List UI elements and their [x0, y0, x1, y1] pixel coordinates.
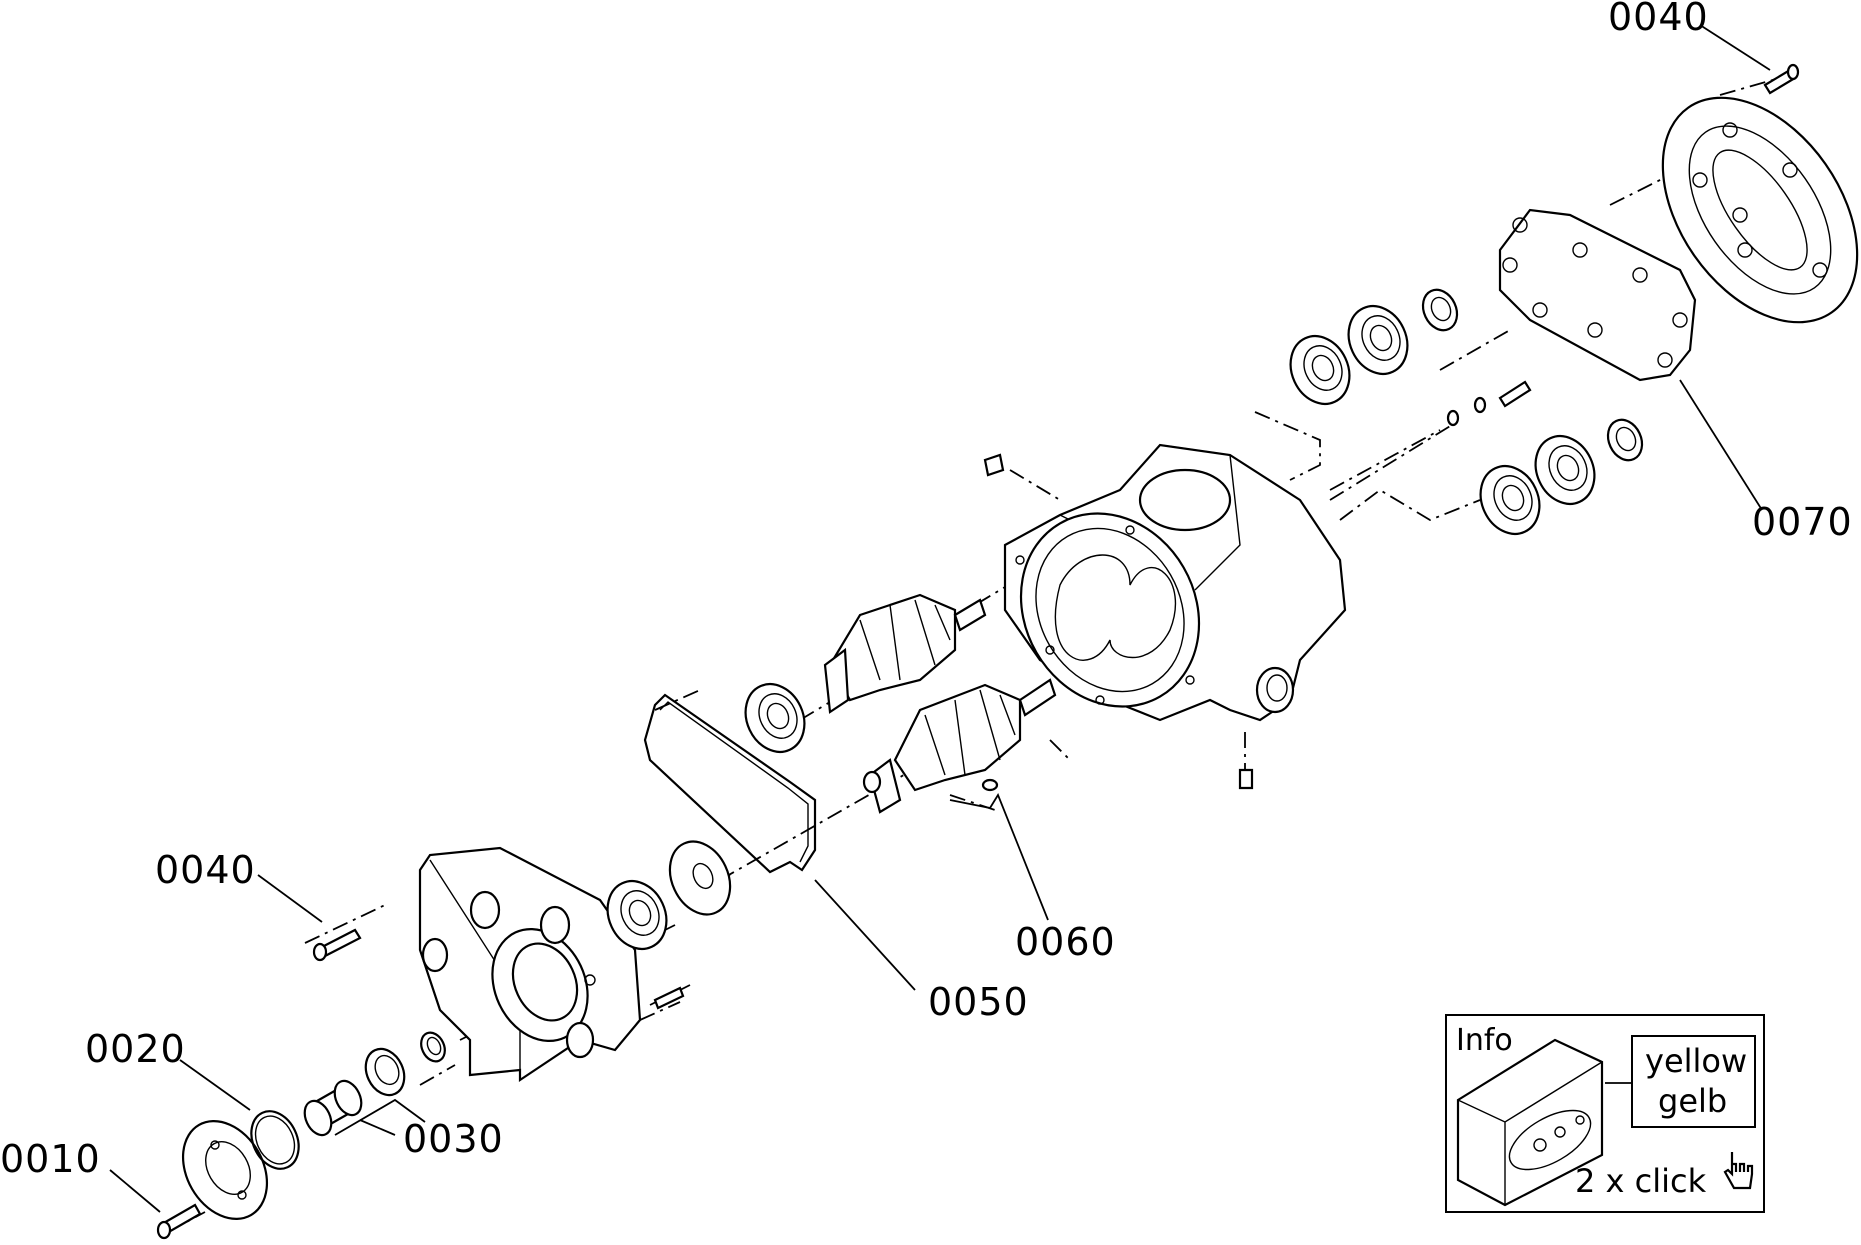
- info-panel[interactable]: Info yellow gelb 2 x click: [1445, 1014, 1765, 1213]
- seal-rear-upper[interactable]: [1417, 284, 1464, 336]
- seal-rear-lower[interactable]: [1602, 414, 1649, 466]
- sleeve-0030[interactable]: [300, 1077, 367, 1140]
- screw-rotor-upper[interactable]: [823, 593, 987, 714]
- callout-0010[interactable]: 0010: [0, 1137, 101, 1181]
- o-ring-0020[interactable]: [242, 1104, 307, 1177]
- screw-0010[interactable]: [156, 1203, 202, 1240]
- gasket-0050[interactable]: [643, 693, 817, 874]
- gasket-0070[interactable]: [1498, 208, 1697, 382]
- ball-bearing-front[interactable]: [597, 871, 677, 958]
- info-color-en: yellow: [1645, 1042, 1747, 1080]
- callout-0040-top[interactable]: 0040: [1608, 0, 1709, 39]
- hand-pointer-icon[interactable]: [1723, 1152, 1754, 1190]
- screw-housing-rear[interactable]: [1498, 380, 1532, 408]
- info-title: Info: [1456, 1023, 1513, 1058]
- callout-0020[interactable]: 0020: [85, 1027, 186, 1071]
- screw-rotor-lower[interactable]: [862, 678, 1057, 814]
- assembly-axis-lines: [167, 74, 1791, 1233]
- screw-0040-left[interactable]: [312, 928, 362, 962]
- callout-0030[interactable]: 0030: [403, 1117, 504, 1161]
- leader-lines: [109, 24, 1771, 1213]
- end-cover-0010[interactable]: [166, 1106, 284, 1234]
- callout-0060[interactable]: 0060: [1015, 920, 1116, 964]
- small-ring-0030[interactable]: [417, 1029, 450, 1065]
- callout-labels: 0010 0020 0030 0040 0040 0050 0060 0070: [0, 0, 1853, 1181]
- callout-0070[interactable]: 0070: [1752, 500, 1853, 544]
- housing-plug-bottom[interactable]: [1238, 768, 1254, 790]
- info-action[interactable]: 2 x click: [1575, 1162, 1707, 1200]
- info-box-image: [1456, 1038, 1604, 1207]
- info-color-de: gelb: [1658, 1082, 1727, 1120]
- callout-0050[interactable]: 0050: [928, 980, 1029, 1024]
- ball-bearing-rear-lower-1[interactable]: [1470, 456, 1550, 543]
- housing-plug-top[interactable]: [983, 453, 1005, 477]
- washer-front[interactable]: [659, 832, 742, 925]
- rear-cover[interactable]: [1623, 62, 1861, 359]
- screw-0040-top[interactable]: [1763, 63, 1800, 95]
- key-0060[interactable]: [981, 778, 999, 792]
- ball-bearing-middle-left[interactable]: [735, 674, 815, 761]
- ball-bearing-rear-upper-1[interactable]: [1280, 326, 1360, 413]
- ball-bearing-rear-lower-2[interactable]: [1525, 426, 1605, 513]
- ring-0030[interactable]: [359, 1043, 412, 1102]
- small-washers[interactable]: [1446, 396, 1487, 427]
- bearing-housing-front[interactable]: [418, 846, 685, 1083]
- main-housing[interactable]: [986, 443, 1347, 739]
- ball-bearing-rear-upper-2[interactable]: [1338, 296, 1418, 383]
- yellow-gelb-box[interactable]: [1631, 1035, 1756, 1128]
- callout-0040-left[interactable]: 0040: [155, 848, 256, 892]
